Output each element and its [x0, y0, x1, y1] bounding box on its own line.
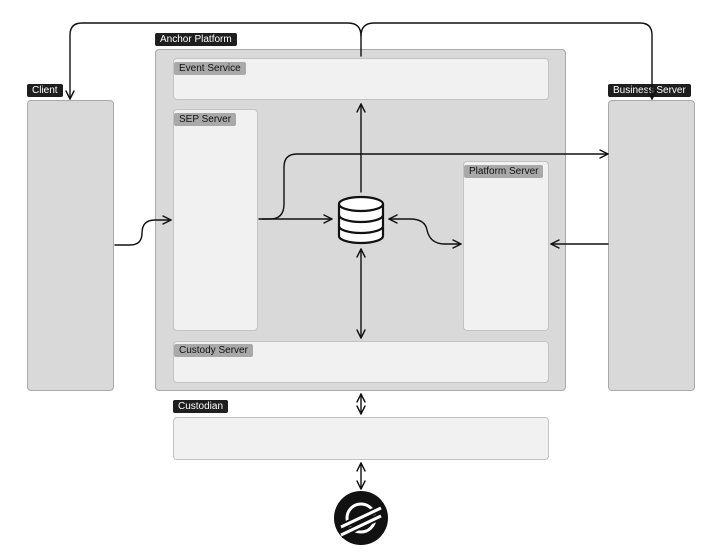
arrow-sep-server-to-business-server: [261, 149, 609, 220]
arrow-database-platform-server: [388, 214, 462, 249]
business-server-box: [608, 100, 695, 391]
custody-server-label: Custody Server: [174, 344, 253, 357]
event-service-label: Event Service: [174, 62, 246, 75]
anchor-platform-label: Anchor Platform: [155, 33, 237, 46]
platform-server-label: Platform Server: [464, 165, 544, 178]
stellar-logo-icon: [334, 491, 388, 545]
custodian-label: Custodian: [173, 400, 229, 413]
client-label: Client: [27, 84, 63, 97]
database-icon: [337, 195, 385, 245]
client-box: [27, 100, 114, 391]
arrow-client-to-sep-server: [114, 215, 172, 246]
platform-server-box: [463, 161, 549, 331]
sep-server-box: [173, 109, 258, 331]
sep-server-label: SEP Server: [174, 113, 237, 126]
arrow-platform-to-client: [65, 22, 362, 100]
custodian-box: [173, 417, 549, 460]
arrow-platform-to-business-server: [360, 22, 657, 100]
